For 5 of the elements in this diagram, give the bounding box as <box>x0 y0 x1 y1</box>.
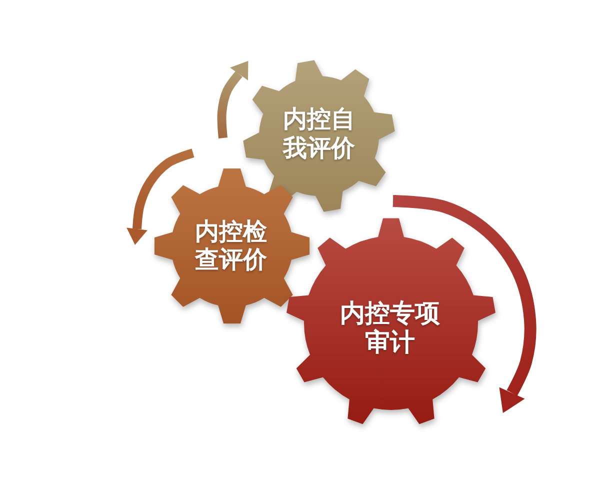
gear-label: 内控专项审计 <box>339 299 441 357</box>
gear <box>243 60 395 212</box>
gear-label: 内控检查评价 <box>194 218 268 274</box>
gear <box>154 168 310 324</box>
gear-label: 内控自我评价 <box>282 105 356 163</box>
